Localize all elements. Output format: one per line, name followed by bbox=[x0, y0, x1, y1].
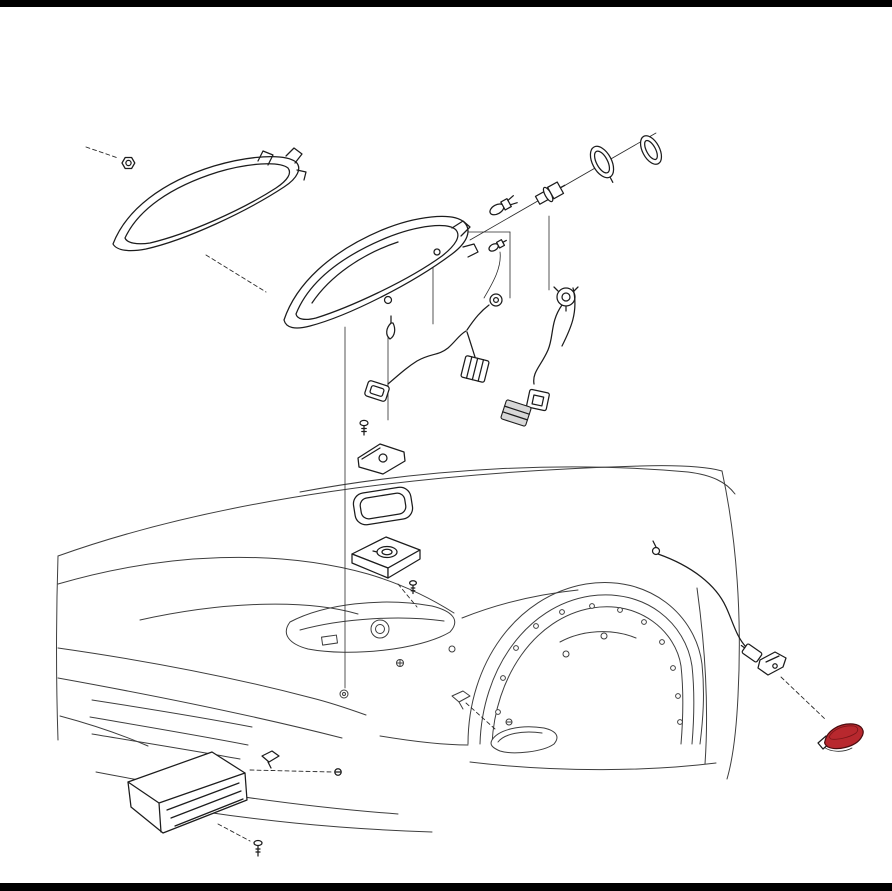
seal-gasket[interactable] bbox=[352, 486, 414, 527]
fog-lamp-screw[interactable] bbox=[253, 839, 263, 857]
car-front-body-outline bbox=[56, 465, 740, 833]
bulb-with-socket[interactable] bbox=[534, 178, 569, 207]
side-marker-lamp-body bbox=[824, 723, 864, 750]
side-repeater-cable[interactable] bbox=[651, 540, 763, 663]
side-marker-bracket[interactable] bbox=[757, 651, 787, 676]
headlight-lens-cover[interactable] bbox=[112, 147, 307, 252]
bulb-cap-outer[interactable] bbox=[636, 132, 666, 167]
wiring-harness-right[interactable] bbox=[500, 286, 579, 427]
bulb-cap-inner[interactable] bbox=[586, 143, 622, 187]
fog-lamp[interactable] bbox=[127, 751, 248, 834]
headlight-assembly[interactable] bbox=[283, 215, 479, 340]
mounting-screw-lower[interactable] bbox=[408, 580, 418, 595]
mounting-bracket[interactable] bbox=[357, 443, 406, 475]
side-marker-lamp[interactable] bbox=[817, 723, 864, 752]
mounting-screw-upper[interactable] bbox=[359, 419, 369, 436]
auxiliary-bulb[interactable] bbox=[488, 238, 508, 253]
side-marker-lamp-top bbox=[828, 725, 859, 740]
bottom-frame-bar bbox=[0, 883, 892, 891]
trim-nut[interactable] bbox=[121, 156, 136, 170]
wiring-harness-left[interactable] bbox=[364, 293, 503, 402]
top-frame-bar bbox=[0, 0, 892, 7]
bulb-small[interactable] bbox=[488, 195, 518, 217]
fog-lamp-clip[interactable] bbox=[261, 750, 342, 776]
wheel-liner-fasteners bbox=[495, 603, 683, 725]
control-unit[interactable] bbox=[351, 536, 421, 579]
